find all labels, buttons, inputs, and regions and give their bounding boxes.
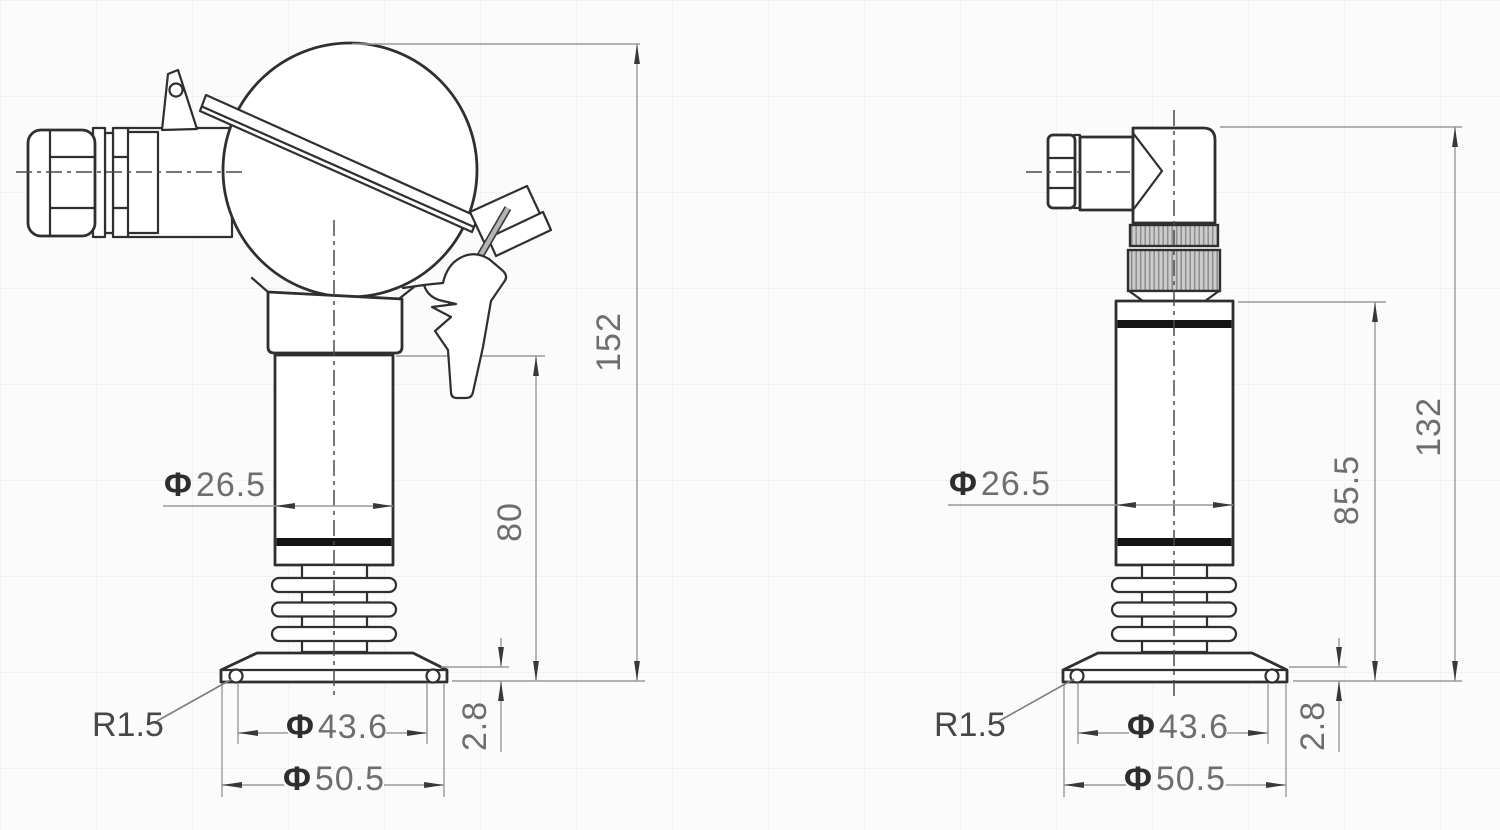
dimension-body-length-right: 85.5 (1238, 301, 1386, 681)
right-view: 132 85.5 Φ26.5 2.8 Φ43.6 (934, 110, 1462, 798)
dimension-body-length-left: 80 (491, 356, 539, 681)
leader-line (998, 678, 1075, 722)
flange-thickness-label-left: 2.8 (456, 701, 494, 751)
body-length-label-right: 85.5 (1328, 455, 1366, 525)
corner-radius-hole (1264, 668, 1280, 684)
corner-radius-label-left: R1.5 (92, 706, 164, 744)
latch-bar-edge (201, 105, 476, 229)
body-length-label-left: 80 (491, 502, 529, 542)
dimension-flange-thickness-left: 2.8 (441, 638, 509, 752)
neck-collar (266, 290, 404, 355)
corner-radius-hole (228, 668, 244, 684)
flange-thickness-label-right: 2.8 (1294, 701, 1332, 751)
elbow-cone (1131, 131, 1164, 212)
corner-radius-hole (425, 668, 441, 684)
collar-flare-right (398, 285, 416, 300)
callout-corner-radius-left: R1.5 (92, 678, 233, 744)
dimension-flange-diameter-left: Φ50.5 (221, 684, 445, 798)
connector-barrel (1078, 135, 1135, 212)
dimension-ferrule-diameter-right: Φ43.6 (1077, 684, 1269, 746)
clamp-block-lower (486, 210, 553, 258)
ferrule-diameter-label-left: Φ43.6 (286, 708, 388, 746)
body-diameter-label-left: Φ26.5 (164, 466, 266, 504)
gland-ring-narrow (103, 131, 115, 235)
dimension-flange-diameter-right: Φ50.5 (1063, 684, 1287, 798)
leader-line (156, 678, 233, 722)
gland-nut-body (26, 128, 97, 238)
dimension-body-diameter-right: Φ26.5 (948, 465, 1233, 508)
bracket-hole (168, 82, 184, 98)
elbow-connector (1046, 126, 1217, 225)
callout-corner-radius-right: R1.5 (934, 678, 1075, 744)
tri-clamp-flange (1061, 651, 1289, 684)
dimension-overall-height-left: 152 (352, 43, 640, 681)
flange-diameter-label-right: Φ50.5 (1124, 760, 1226, 798)
mounting-bracket (160, 68, 199, 132)
dimension-body-diameter-left: Φ26.5 (163, 466, 393, 509)
overall-height-label-left: 152 (590, 312, 628, 372)
dimension-overall-height-right: 132 (1220, 126, 1462, 681)
latch-lever (401, 253, 508, 400)
dimension-ferrule-diameter-left: Φ43.6 (237, 684, 428, 746)
dimension-flange-thickness-right: 2.8 (1289, 638, 1347, 752)
overall-height-label-right: 132 (1410, 397, 1448, 457)
corner-radius-label-right: R1.5 (934, 706, 1006, 744)
left-view: 152 80 Φ26.5 2.8 Φ43.6 (16, 41, 645, 798)
cable-gland (26, 126, 160, 239)
gland-sleeve (125, 130, 160, 235)
flange-diameter-label-left: Φ50.5 (283, 760, 385, 798)
gland-ring-inner (111, 126, 130, 239)
body-diameter-label-right: Φ26.5 (949, 465, 1051, 503)
collar-flare-left (250, 276, 270, 294)
ferrule-diameter-label-right: Φ43.6 (1127, 708, 1229, 746)
